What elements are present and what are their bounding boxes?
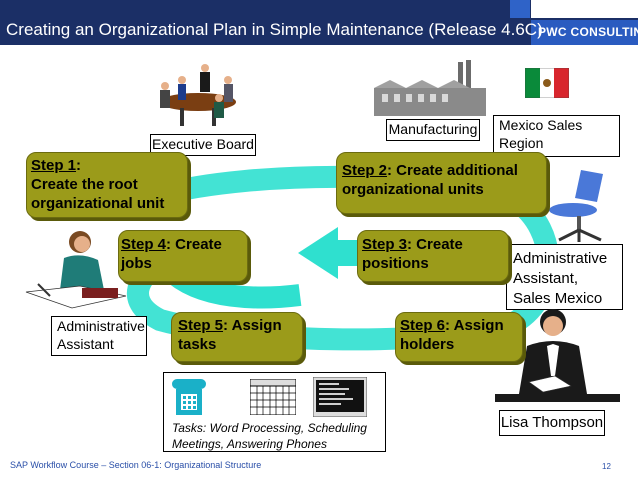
- arrow-head: [298, 227, 338, 279]
- footer-course-title: SAP Workflow Course – Section 06-1: Orga…: [10, 460, 262, 470]
- lisa-thompson-label: Lisa Thompson: [499, 410, 605, 436]
- admin-mx-line2: Assistant,: [513, 270, 579, 287]
- executive-board-meeting-icon: [160, 64, 236, 126]
- telephone-icon: [172, 379, 206, 415]
- step-1-box: Step 1: Create the root organizational u…: [26, 152, 188, 218]
- logo-band: [531, 20, 638, 45]
- slide-title: Creating an Organizational Plan in Simpl…: [6, 20, 543, 39]
- step-1-line1: Step 1:: [31, 156, 183, 175]
- step-5-key: Step 5: [178, 317, 224, 334]
- mexico-sales-line1: Mexico Sales: [499, 117, 583, 133]
- calendar-icon: [250, 379, 296, 415]
- step-3-line2: positions: [362, 255, 429, 272]
- mexico-sales-region-label: Mexico Sales Region: [493, 115, 620, 157]
- step-5-line1: Step 5: Assign: [178, 316, 296, 335]
- office-chair-icon: [549, 170, 603, 242]
- mexico-sales-line2: Region: [499, 135, 544, 151]
- step-2-box: Step 2: Create additional organizational…: [336, 152, 547, 214]
- admin-mx-line1: Administrative: [513, 250, 608, 267]
- factory-icon: [374, 60, 486, 116]
- step-2-key: Step 2: [342, 162, 388, 179]
- step-3-line1: Step 3: Create: [362, 235, 504, 254]
- lisa-thompson-illustration: [495, 309, 620, 402]
- executive-board-label: Executive Board: [150, 134, 256, 156]
- pwc-logo: PWC CONSULTING: [538, 25, 638, 39]
- step-5-line2: tasks: [178, 336, 217, 353]
- step-1-line2: Create the root: [31, 176, 138, 193]
- tasks-line2: Meetings, Answering Phones: [172, 437, 327, 451]
- step-3-box: Step 3: Create positions: [357, 230, 509, 282]
- header-accent-white: [531, 0, 638, 18]
- step-6-head: : Assign: [445, 317, 504, 334]
- header-accent-square: [510, 0, 530, 18]
- step-1-line3: organizational unit: [31, 195, 165, 212]
- step-6-box: Step 6: Assign holders: [395, 312, 523, 362]
- step-1-head: :: [76, 157, 82, 174]
- admin-line1: Administrative: [57, 318, 145, 334]
- step-5-box: Step 5: Assign tasks: [171, 312, 303, 362]
- step-3-key: Step 3: [362, 236, 408, 253]
- page-number: 12: [602, 462, 611, 471]
- step-6-line2: holders: [400, 336, 455, 353]
- admin-line2: Assistant: [57, 336, 114, 352]
- step-2-head: : Create additional: [387, 162, 518, 179]
- step-4-box: Step 4: Create jobs: [118, 230, 248, 282]
- step-5-head: : Assign: [223, 317, 282, 334]
- step-2-line1: Step 2: Create additional: [342, 161, 542, 180]
- admin-assistant-label: Administrative Assistant: [51, 316, 147, 356]
- step-6-key: Step 6: [400, 317, 446, 334]
- admin-assistant-sales-mexico-label: Administrative Assistant, Sales Mexico: [506, 244, 623, 310]
- manufacturing-label: Manufacturing: [386, 119, 480, 141]
- tasks-line1: Tasks: Word Processing, Scheduling: [172, 421, 367, 435]
- step-4-line1: Step 4: Create: [121, 235, 245, 254]
- computer-screen-icon: [313, 377, 367, 417]
- mexico-flag-icon: [525, 68, 569, 98]
- step-2-line2: organizational units: [342, 181, 484, 198]
- step-3-head: : Create: [407, 236, 463, 253]
- admin-mx-line3: Sales Mexico: [513, 290, 603, 307]
- tasks-description: Tasks: Word Processing, Scheduling Meeti…: [172, 420, 386, 452]
- step-1-key: Step 1: [31, 157, 77, 174]
- step-4-key: Step 4: [121, 236, 167, 253]
- step-4-line2: jobs: [121, 255, 152, 272]
- administrative-assistant-illustration: [25, 231, 127, 309]
- step-4-head: : Create: [166, 236, 222, 253]
- step-6-line1: Step 6: Assign: [400, 316, 518, 335]
